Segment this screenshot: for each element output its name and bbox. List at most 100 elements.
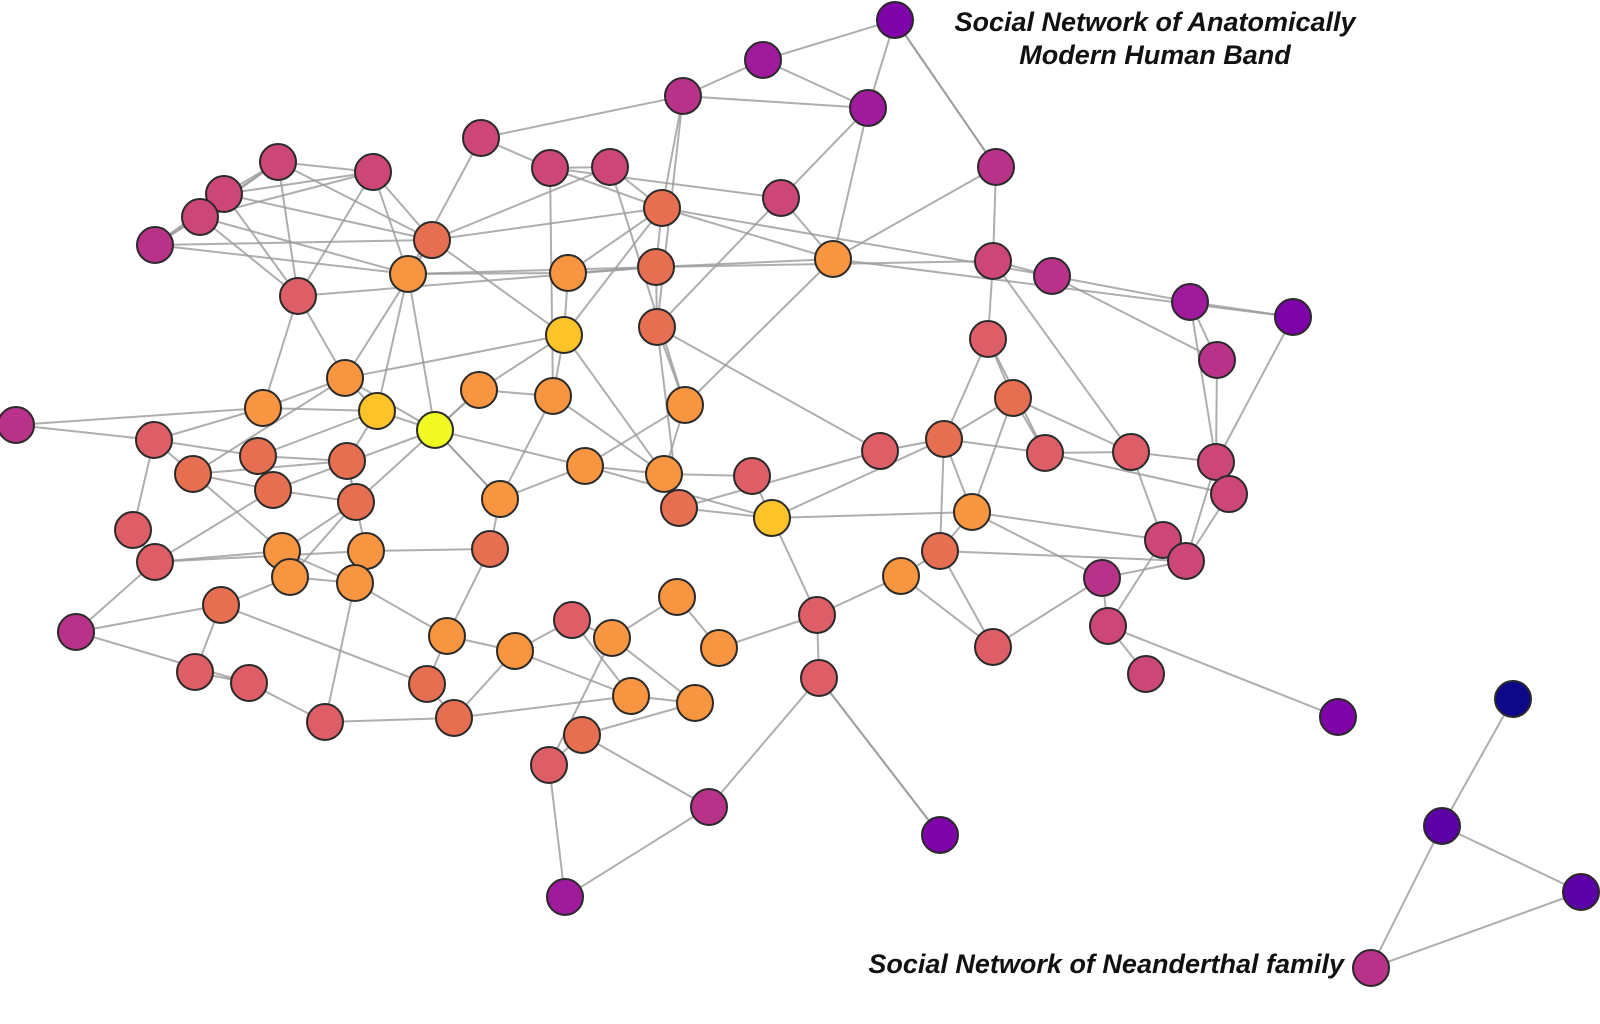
network-edge xyxy=(1441,825,1582,893)
network-node xyxy=(389,255,427,293)
network-node xyxy=(136,226,174,264)
network-edge xyxy=(75,631,250,684)
network-edge xyxy=(1370,825,1443,969)
network-edge xyxy=(548,637,613,766)
network-node xyxy=(549,254,587,292)
network-edge xyxy=(257,410,378,457)
network-node xyxy=(645,455,683,493)
network-edge xyxy=(563,207,663,336)
network-node xyxy=(416,411,454,449)
network-node xyxy=(882,557,920,595)
network-edge xyxy=(584,404,686,467)
network-edge xyxy=(818,677,941,836)
network-node xyxy=(974,242,1012,280)
network-node xyxy=(534,377,572,415)
network-node xyxy=(690,788,728,826)
network-node xyxy=(676,684,714,722)
network-edge xyxy=(762,59,869,109)
network-edge xyxy=(1051,275,1191,303)
network-node xyxy=(259,143,297,181)
network-node xyxy=(176,653,214,691)
network-node xyxy=(254,471,292,509)
network-node xyxy=(481,480,519,518)
network-edge xyxy=(549,167,663,209)
network-edge xyxy=(762,19,896,61)
network-edge xyxy=(678,450,881,509)
network-node xyxy=(1171,283,1209,321)
network-node xyxy=(800,659,838,697)
network-node xyxy=(593,619,631,657)
network-node xyxy=(531,149,569,187)
network-edge xyxy=(552,395,665,475)
network-node xyxy=(306,703,344,741)
modern-human-label-line-1: Social Network of Anatomically xyxy=(954,7,1356,37)
network-edge xyxy=(581,734,710,808)
network-node xyxy=(337,483,375,521)
network-node xyxy=(733,457,771,495)
network-node xyxy=(876,1,914,39)
network-node xyxy=(460,371,498,409)
network-edge xyxy=(376,273,409,412)
network-node xyxy=(700,629,738,667)
network-edge xyxy=(1370,891,1582,969)
network-node xyxy=(744,41,782,79)
network-edge xyxy=(499,395,554,500)
network-node xyxy=(1423,807,1461,845)
network-edge xyxy=(939,550,1187,562)
network-edge xyxy=(656,326,881,452)
network-edge xyxy=(656,197,782,328)
network-node xyxy=(230,664,268,702)
network-edge xyxy=(480,95,684,139)
network-edge xyxy=(434,429,586,467)
network-edge xyxy=(262,407,378,412)
network-node xyxy=(1494,680,1532,718)
network-node xyxy=(666,386,704,424)
network-node xyxy=(347,532,385,570)
network-edge xyxy=(900,575,994,648)
network-node xyxy=(546,878,584,916)
network-edge xyxy=(771,511,973,519)
network-node xyxy=(1562,873,1600,911)
network-node xyxy=(530,746,568,784)
network-node xyxy=(135,421,173,459)
network-node xyxy=(798,596,836,634)
network-node xyxy=(57,613,95,651)
network-node xyxy=(271,558,309,596)
network-node xyxy=(1127,655,1165,693)
network-edge xyxy=(223,193,433,241)
network-node xyxy=(1089,607,1127,645)
network-edge xyxy=(199,216,409,275)
network-edge xyxy=(365,548,491,552)
network-edge xyxy=(1189,301,1217,463)
network-edge xyxy=(324,717,455,723)
network-node xyxy=(1167,542,1205,580)
network-edge xyxy=(708,677,820,808)
network-node xyxy=(202,586,240,624)
modern-human-band-label: Social Network of Anatomically Modern Hu… xyxy=(930,6,1380,72)
network-node xyxy=(428,617,466,655)
network-node xyxy=(496,632,534,670)
network-node xyxy=(658,578,696,616)
network-edge xyxy=(453,695,632,719)
network-node xyxy=(591,148,629,186)
network-node xyxy=(462,119,500,157)
network-node xyxy=(413,221,451,259)
network-edge xyxy=(407,273,436,431)
network-edge xyxy=(344,334,565,379)
network-edge xyxy=(563,334,665,475)
network-node xyxy=(612,677,650,715)
network-edge xyxy=(609,166,686,406)
network-edge xyxy=(1441,698,1514,827)
network-edge xyxy=(154,244,409,275)
network-node xyxy=(974,628,1012,666)
network-node xyxy=(664,77,702,115)
network-node xyxy=(643,189,681,227)
network-node xyxy=(849,89,887,127)
network-edge xyxy=(297,171,374,297)
network-node xyxy=(1026,434,1064,472)
network-node xyxy=(977,148,1015,186)
network-node xyxy=(1319,698,1357,736)
network-node xyxy=(1083,559,1121,597)
network-node xyxy=(244,389,282,427)
network-node xyxy=(921,816,959,854)
